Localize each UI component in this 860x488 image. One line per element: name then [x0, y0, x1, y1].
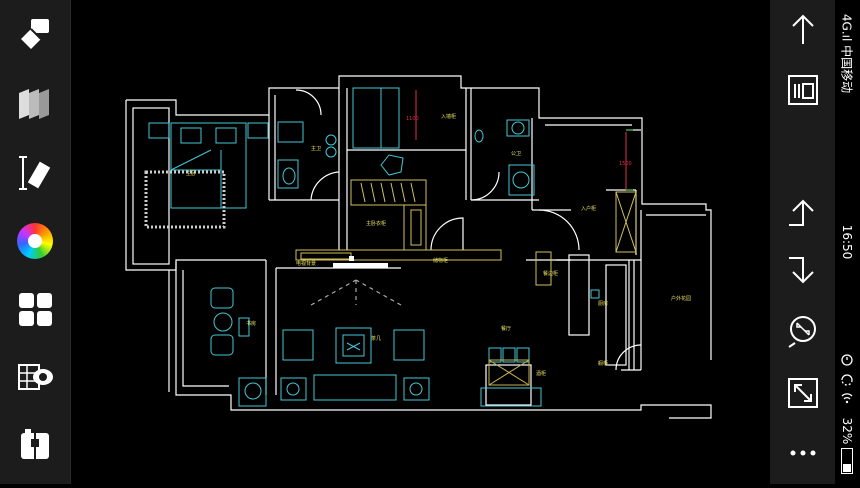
label-bath2: 公卫 — [511, 151, 521, 157]
zoom-extents-button[interactable] — [770, 303, 835, 359]
label-shoe: 储物柜 — [433, 257, 448, 264]
status-bar: 4G.ıl 中国移动 16:50 32% — [835, 0, 860, 484]
clock-text: 16:50 — [840, 224, 854, 260]
label-tea: 茶几 — [371, 335, 381, 342]
label-dining: 餐厅 — [501, 325, 511, 332]
more-button[interactable] — [770, 425, 835, 481]
color-wheel-icon — [17, 223, 53, 259]
blocks-icon — [19, 293, 52, 326]
label-tv-cabinet: 电视背景 — [296, 260, 316, 267]
battery-icon — [841, 448, 853, 474]
label-ensuite: 入墙柜 — [441, 113, 456, 120]
label-balcony: 户外花园 — [671, 295, 691, 302]
redo-icon — [788, 257, 814, 284]
toolbox-tool-button[interactable] — [0, 415, 70, 475]
eraser-icon — [21, 19, 49, 49]
undo-button[interactable] — [770, 185, 835, 241]
zoom-extents-icon — [787, 316, 816, 348]
measure-tool-button[interactable] — [0, 143, 70, 203]
toolbox-icon — [21, 429, 49, 459]
label-kitchen-door: 入户柜 — [581, 205, 596, 212]
layout-button[interactable] — [770, 62, 835, 118]
undo-icon — [788, 199, 814, 226]
layers-tool-button[interactable] — [0, 75, 70, 135]
measure-icon — [19, 156, 51, 190]
grid-eye-icon — [18, 364, 53, 390]
arrow-up-icon — [791, 14, 814, 44]
blocks-tool-button[interactable] — [0, 279, 70, 339]
fullscreen-icon — [787, 378, 818, 408]
color-tool-button[interactable] — [0, 211, 70, 271]
redo-button[interactable] — [770, 242, 835, 298]
label-wine: 酒柜 — [536, 370, 546, 377]
floor-plan: 主卧 主卫 入墙柜 公卫 主卧衣柜 入户柜 电视背景 储物柜 书房 茶几 餐厅 … — [125, 75, 712, 419]
label-cab: 橱柜 — [598, 360, 608, 367]
sync-icon — [840, 372, 854, 391]
more-icon — [790, 450, 815, 456]
label-closet: 主卧衣柜 — [366, 220, 386, 227]
view-mode-tool-button[interactable] — [0, 347, 70, 407]
wifi-icon — [840, 390, 854, 409]
label-master-bed: 主卧 — [186, 170, 196, 177]
battery-text: 32% — [840, 417, 854, 445]
alarm-icon — [840, 352, 854, 371]
drawing-canvas[interactable]: 主卧 主卫 入墙柜 公卫 主卧衣柜 入户柜 电视背景 储物柜 书房 茶几 餐厅 … — [71, 0, 770, 484]
label-study: 书房 — [246, 320, 256, 327]
fullscreen-button[interactable] — [770, 365, 835, 421]
label-dim2: 1500 — [619, 161, 632, 167]
layout-icon — [787, 75, 818, 105]
left-toolbar — [0, 0, 71, 484]
right-toolbar — [770, 0, 835, 484]
label-kitchen: 厨房 — [598, 300, 608, 307]
up-button[interactable] — [770, 2, 835, 58]
label-bath1: 主卫 — [311, 145, 321, 152]
carrier-text: 4G.ıl 中国移动 — [839, 13, 854, 94]
label-dim1: 1100 — [406, 116, 419, 122]
label-sideboard: 餐边柜 — [543, 270, 558, 277]
layers-icon — [19, 89, 49, 119]
eraser-tool-button[interactable] — [0, 5, 70, 65]
